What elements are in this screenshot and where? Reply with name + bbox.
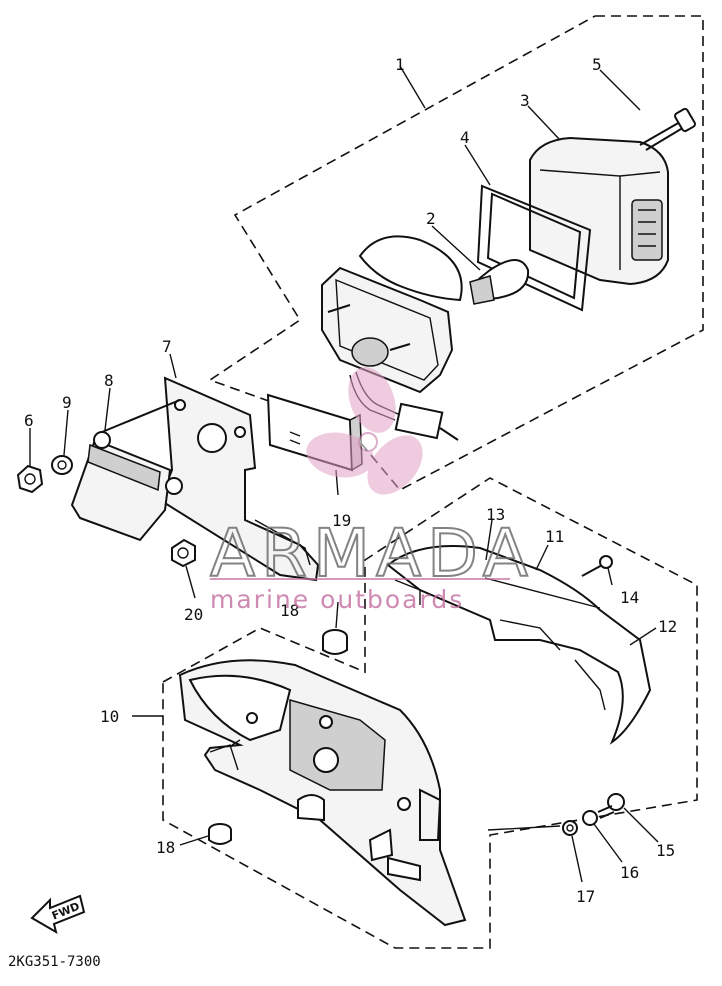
stay-part-8 bbox=[70, 399, 183, 542]
label-19: 19 bbox=[332, 511, 351, 530]
lens-part-3 bbox=[529, 136, 669, 286]
label-14: 14 bbox=[620, 588, 639, 607]
label-10: 10 bbox=[100, 707, 119, 726]
label-6: 6 bbox=[24, 411, 34, 430]
drawing-code: 2KG351-7300 bbox=[8, 954, 101, 970]
label-1: 1 bbox=[395, 55, 405, 74]
watermark-tagline: marine outboards bbox=[210, 585, 464, 614]
grommet-part-18-top bbox=[322, 629, 348, 655]
gasket-part-4 bbox=[476, 184, 592, 312]
housing-part-10 bbox=[178, 659, 467, 927]
watermark: ARMADA marine outboards bbox=[209, 367, 534, 614]
label-18-bottom: 18 bbox=[156, 838, 175, 857]
assembly-1-boundary bbox=[208, 15, 704, 492]
label-5: 5 bbox=[592, 55, 602, 74]
screw-part-14 bbox=[581, 555, 613, 577]
label-9: 9 bbox=[62, 393, 72, 412]
leader-lines bbox=[29, 65, 659, 883]
label-8: 8 bbox=[104, 371, 114, 390]
nut-part-20 bbox=[171, 538, 196, 568]
label-18-top: 18 bbox=[280, 601, 299, 620]
watermark-propeller-logo bbox=[306, 367, 423, 495]
washer-part-16 bbox=[582, 810, 598, 826]
bracket-part-7 bbox=[158, 376, 320, 582]
lamp-base bbox=[321, 235, 463, 394]
assembly-10-boundary bbox=[162, 477, 698, 949]
bulb-part-2 bbox=[469, 259, 530, 305]
nut-part-6 bbox=[16, 464, 44, 494]
label-13: 13 bbox=[486, 505, 505, 524]
watermark-rule bbox=[210, 578, 510, 580]
label-7: 7 bbox=[162, 337, 172, 356]
grommet-part-18-bottom bbox=[208, 823, 232, 845]
screw-part-5 bbox=[639, 107, 696, 151]
label-20: 20 bbox=[184, 605, 203, 624]
fwd-arrow-icon: FWD bbox=[30, 894, 86, 935]
label-16: 16 bbox=[620, 863, 639, 882]
washer-part-9 bbox=[51, 455, 73, 475]
bolt-part-15 bbox=[597, 793, 625, 819]
part-labels: 1 2 3 4 5 6 7 8 9 10 11 12 13 14 15 16 1… bbox=[24, 55, 677, 906]
label-2: 2 bbox=[426, 209, 436, 228]
watermark-brand: ARMADA bbox=[210, 515, 534, 592]
cover-part-11 bbox=[386, 545, 652, 745]
washer-part-17 bbox=[562, 820, 578, 836]
label-3: 3 bbox=[520, 91, 530, 110]
label-17: 17 bbox=[576, 887, 595, 906]
label-4: 4 bbox=[460, 128, 470, 147]
label-12: 12 bbox=[658, 617, 677, 636]
label-15: 15 bbox=[656, 841, 675, 860]
label-11: 11 bbox=[545, 527, 564, 546]
